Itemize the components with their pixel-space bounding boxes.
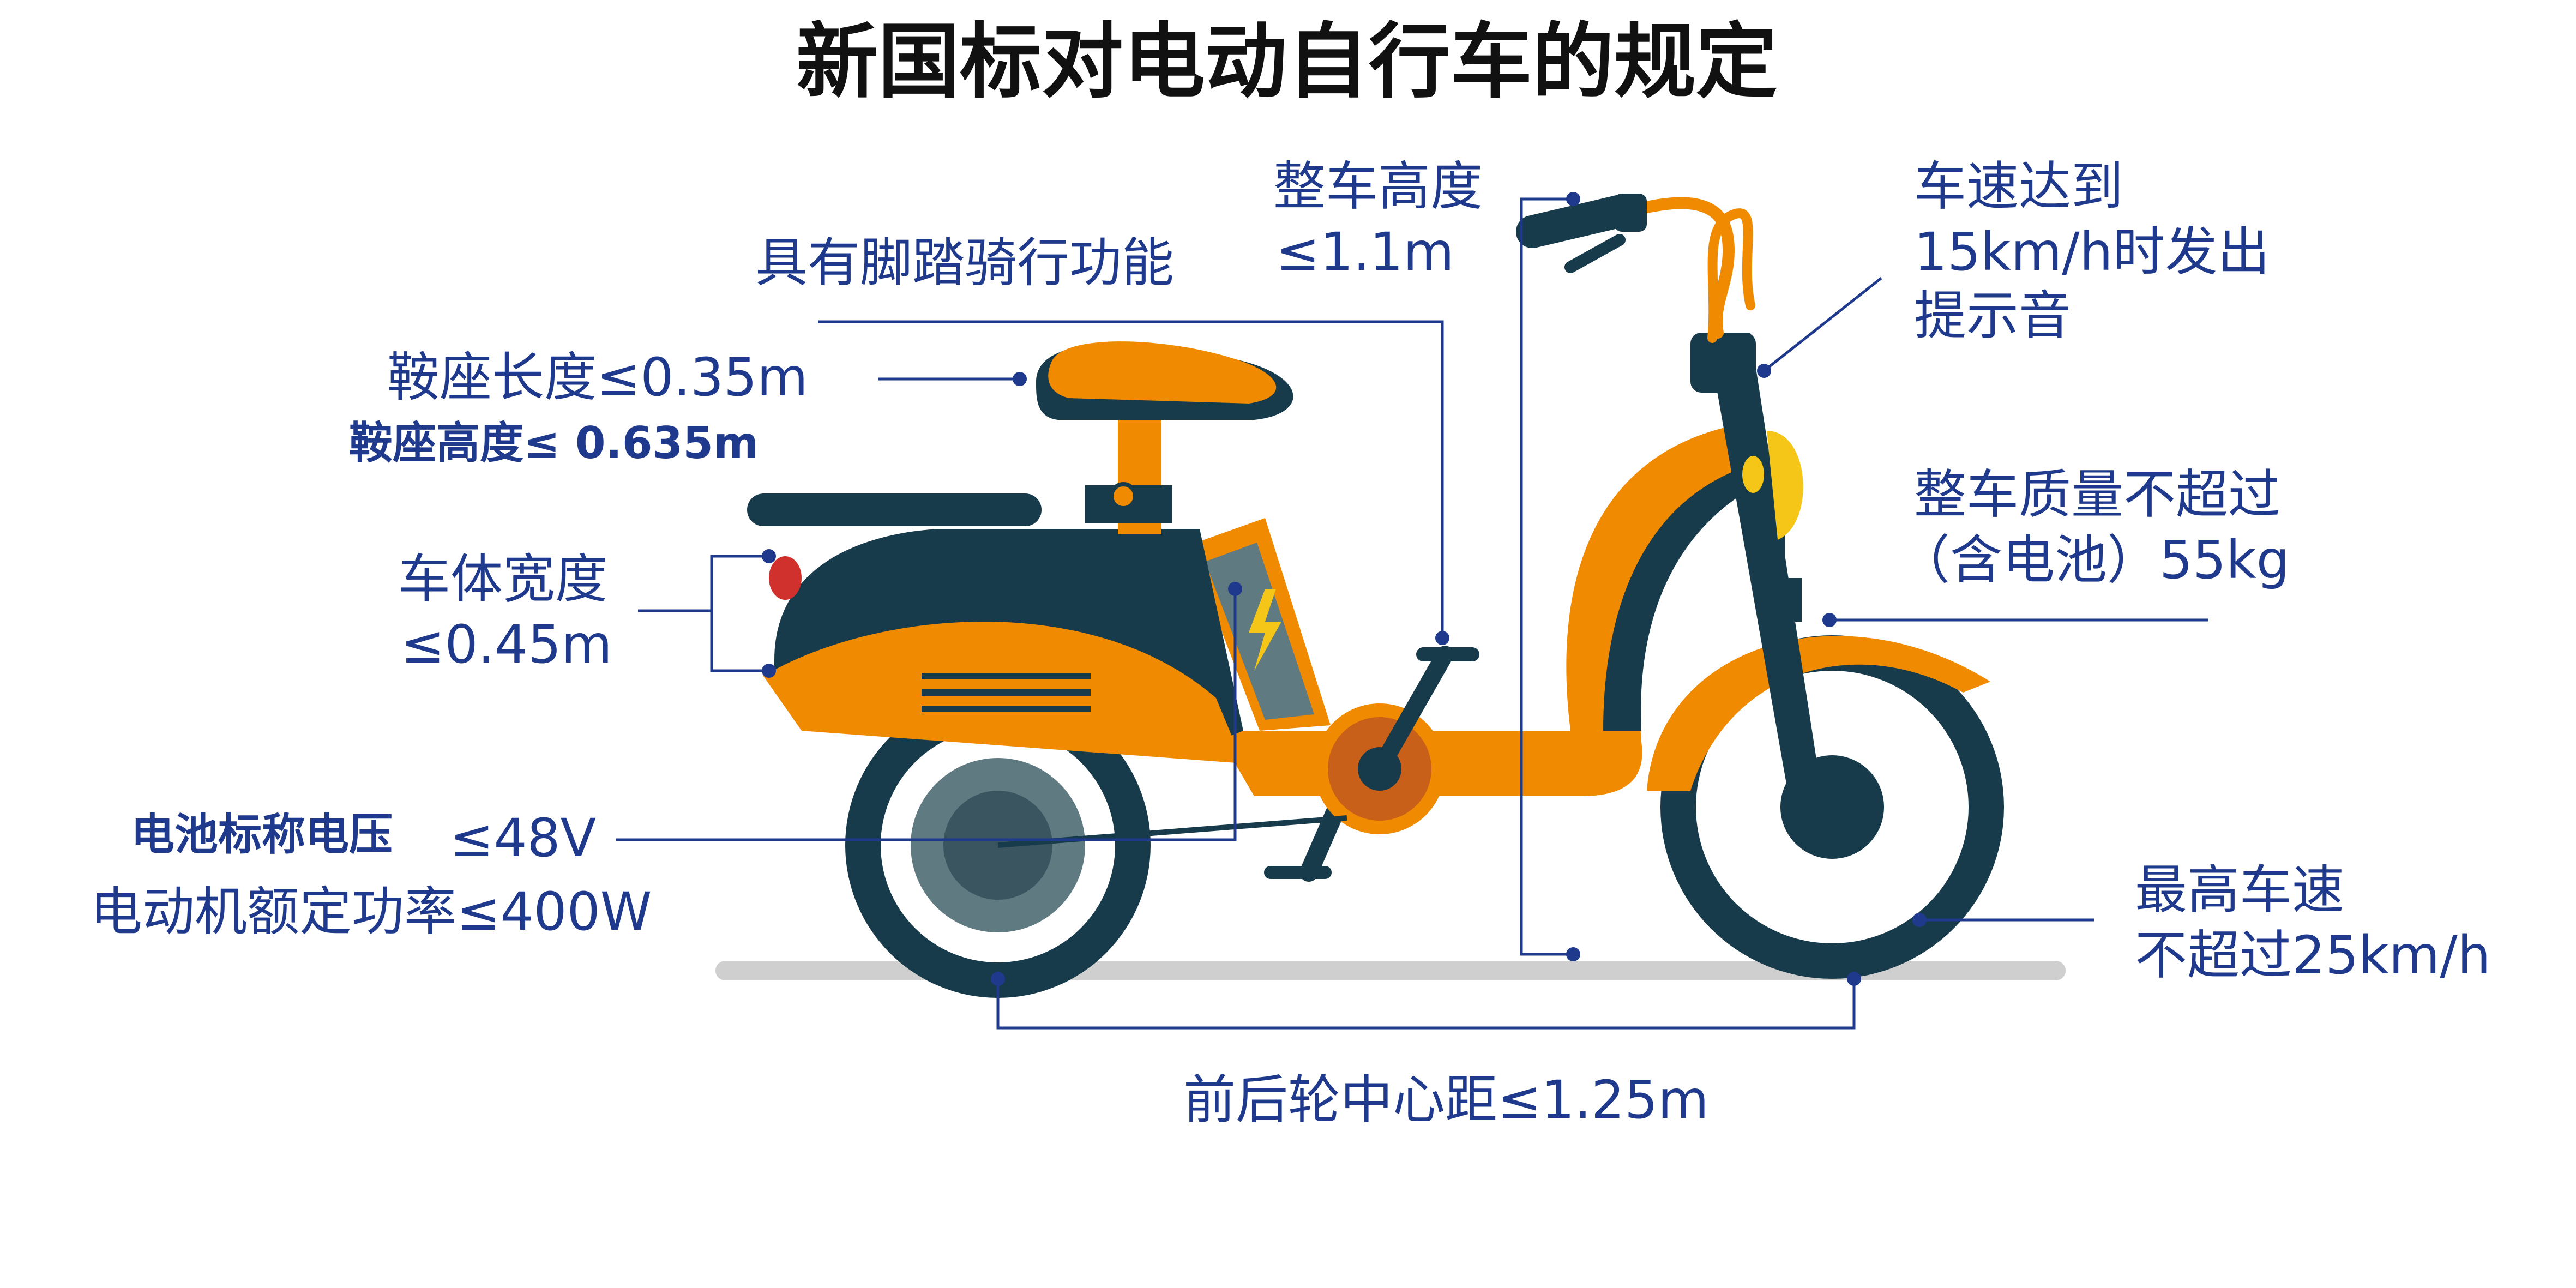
e-bike-illustration [747,194,2004,998]
body-vents [922,673,1091,712]
label-motor-power: 电动机额定功率≤400W [90,881,652,942]
rear-rack [747,493,1042,526]
label-voltage-name: 电池标称电压 [131,809,393,860]
label-height-value: ≤1.1m [1276,221,1454,282]
label-speed-alert-line1: 车速达到 [1914,156,2123,217]
front-fork [1690,333,1821,796]
label-seat-length: 鞍座长度≤0.35m [387,347,808,408]
label-height-title: 整车高度 [1273,156,1483,217]
frame-shadow [1603,469,1767,731]
diagram-title: 新国标对电动自行车的规定 [796,15,1778,110]
label-wheelbase: 前后轮中心距≤1.25m [1183,1069,1709,1130]
label-voltage-value: ≤48V [450,808,596,869]
label-mass-line1: 整车质量不超过 [1914,464,2280,525]
label-speed-alert-line3: 提示音 [1914,285,2071,346]
leader-lines [616,192,2208,1030]
label-pedal-function: 具有脚踏骑行功能 [755,232,1174,293]
pedal-crank [1314,646,1479,834]
label-width-title: 车体宽度 [398,549,607,610]
label-seat-height: 鞍座高度≤ 0.635m [349,418,759,468]
label-mass-line2: （含电池）55kg [1898,529,2290,591]
front-wheel [1660,635,2004,979]
headlight [1742,431,1803,540]
tail-light [769,556,802,600]
lightning-icon [1249,589,1281,671]
label-speed-alert-line2: 15km/h时发出 [1914,221,2270,282]
label-max-speed-line1: 最高车速 [2135,859,2344,920]
front-mudguard [1647,636,1990,791]
seat [1036,341,1293,534]
label-max-speed-line2: 不超过25km/h [2135,925,2490,986]
label-width-value: ≤0.45m [401,614,612,675]
handlebar [1516,194,1755,343]
